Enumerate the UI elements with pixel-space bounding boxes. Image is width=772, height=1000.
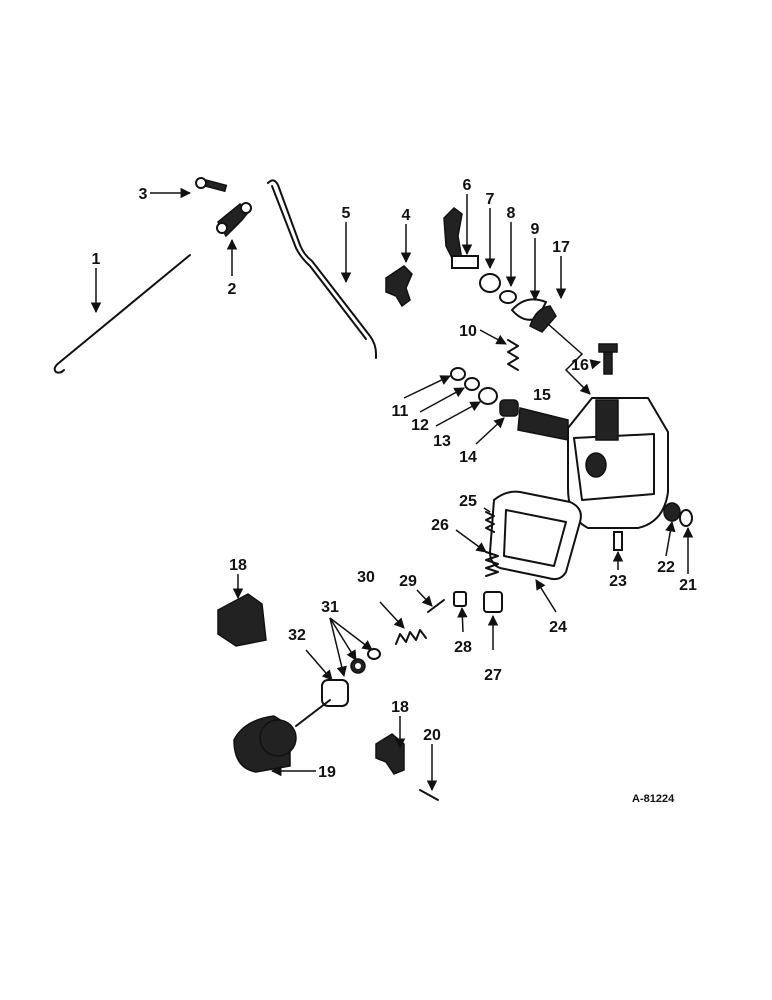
callout-30: 30	[357, 569, 375, 586]
leader-lines	[90, 187, 694, 792]
part-30-spring	[395, 629, 427, 645]
part-12-washer	[464, 377, 480, 391]
callout-16: 16	[571, 357, 589, 374]
part-25-spring	[485, 511, 495, 533]
callout-32: 32	[288, 627, 306, 644]
callout-20: 20	[423, 727, 441, 744]
callout-9: 9	[531, 221, 540, 238]
callout-24: 24	[549, 619, 567, 636]
callout-15: 15	[533, 387, 551, 404]
callout-31: 31	[321, 599, 339, 616]
part-16-bolt	[598, 343, 618, 375]
callout-18-lower: 18	[391, 699, 409, 716]
part-8-washer	[499, 290, 517, 304]
callout-6: 6	[463, 177, 472, 194]
callout-19: 19	[318, 764, 336, 781]
part-26-spring	[485, 551, 499, 577]
callout-13: 13	[433, 433, 451, 450]
callout-29: 29	[399, 573, 417, 590]
part-19-gear-assembly	[233, 699, 331, 773]
callout-28: 28	[454, 639, 472, 656]
part-31-washers	[350, 648, 381, 674]
callout-27: 27	[484, 667, 502, 684]
part-23-dowel	[613, 531, 623, 551]
callout-10: 10	[459, 323, 477, 340]
callout-3: 3	[139, 186, 148, 203]
part-3-pin	[195, 177, 228, 193]
part-24-gasket	[488, 490, 582, 581]
callout-labels: 1 2 3 4 5 6 7 8 9 10 11 12 13 14 15 16 1…	[92, 177, 697, 781]
callout-26: 26	[431, 517, 449, 534]
part-5-lever	[267, 179, 377, 359]
part-18-weight-upper	[217, 593, 267, 647]
callout-2: 2	[228, 281, 237, 298]
part-28-sleeve	[453, 591, 467, 607]
part-15-housing	[517, 397, 669, 529]
part-2-clevis	[216, 202, 252, 238]
callout-25: 25	[459, 493, 477, 510]
callout-7: 7	[486, 191, 495, 208]
callout-4: 4	[402, 207, 411, 224]
part-7-bushing	[479, 273, 501, 293]
part-32-bushing	[321, 679, 349, 707]
callout-1: 1	[92, 251, 101, 268]
callout-18-upper: 18	[229, 557, 247, 574]
callout-17: 17	[552, 239, 570, 256]
callout-8: 8	[507, 205, 516, 222]
part-14-bearing	[499, 399, 519, 417]
part-6-shaft-arm	[443, 207, 479, 269]
part-4-bracket	[385, 265, 413, 308]
callout-14: 14	[459, 449, 477, 466]
part-11-washer	[450, 367, 466, 381]
part-10-spring	[507, 339, 519, 371]
part-17-cam	[529, 305, 557, 333]
part-21-washer	[679, 509, 693, 527]
part-20-pin	[419, 789, 439, 801]
callout-22: 22	[657, 559, 675, 576]
part-1-rod	[53, 254, 191, 374]
callout-23: 23	[609, 573, 627, 590]
part-22-bushing	[663, 502, 681, 522]
callout-5: 5	[342, 205, 351, 222]
callout-21: 21	[679, 577, 697, 594]
figure-reference: A-81224	[632, 793, 675, 805]
callout-11: 11	[392, 403, 409, 420]
callout-12: 12	[411, 417, 429, 434]
part-27-plug	[483, 591, 503, 613]
part-13-bushing	[478, 387, 498, 405]
part-29-pin	[427, 599, 445, 613]
